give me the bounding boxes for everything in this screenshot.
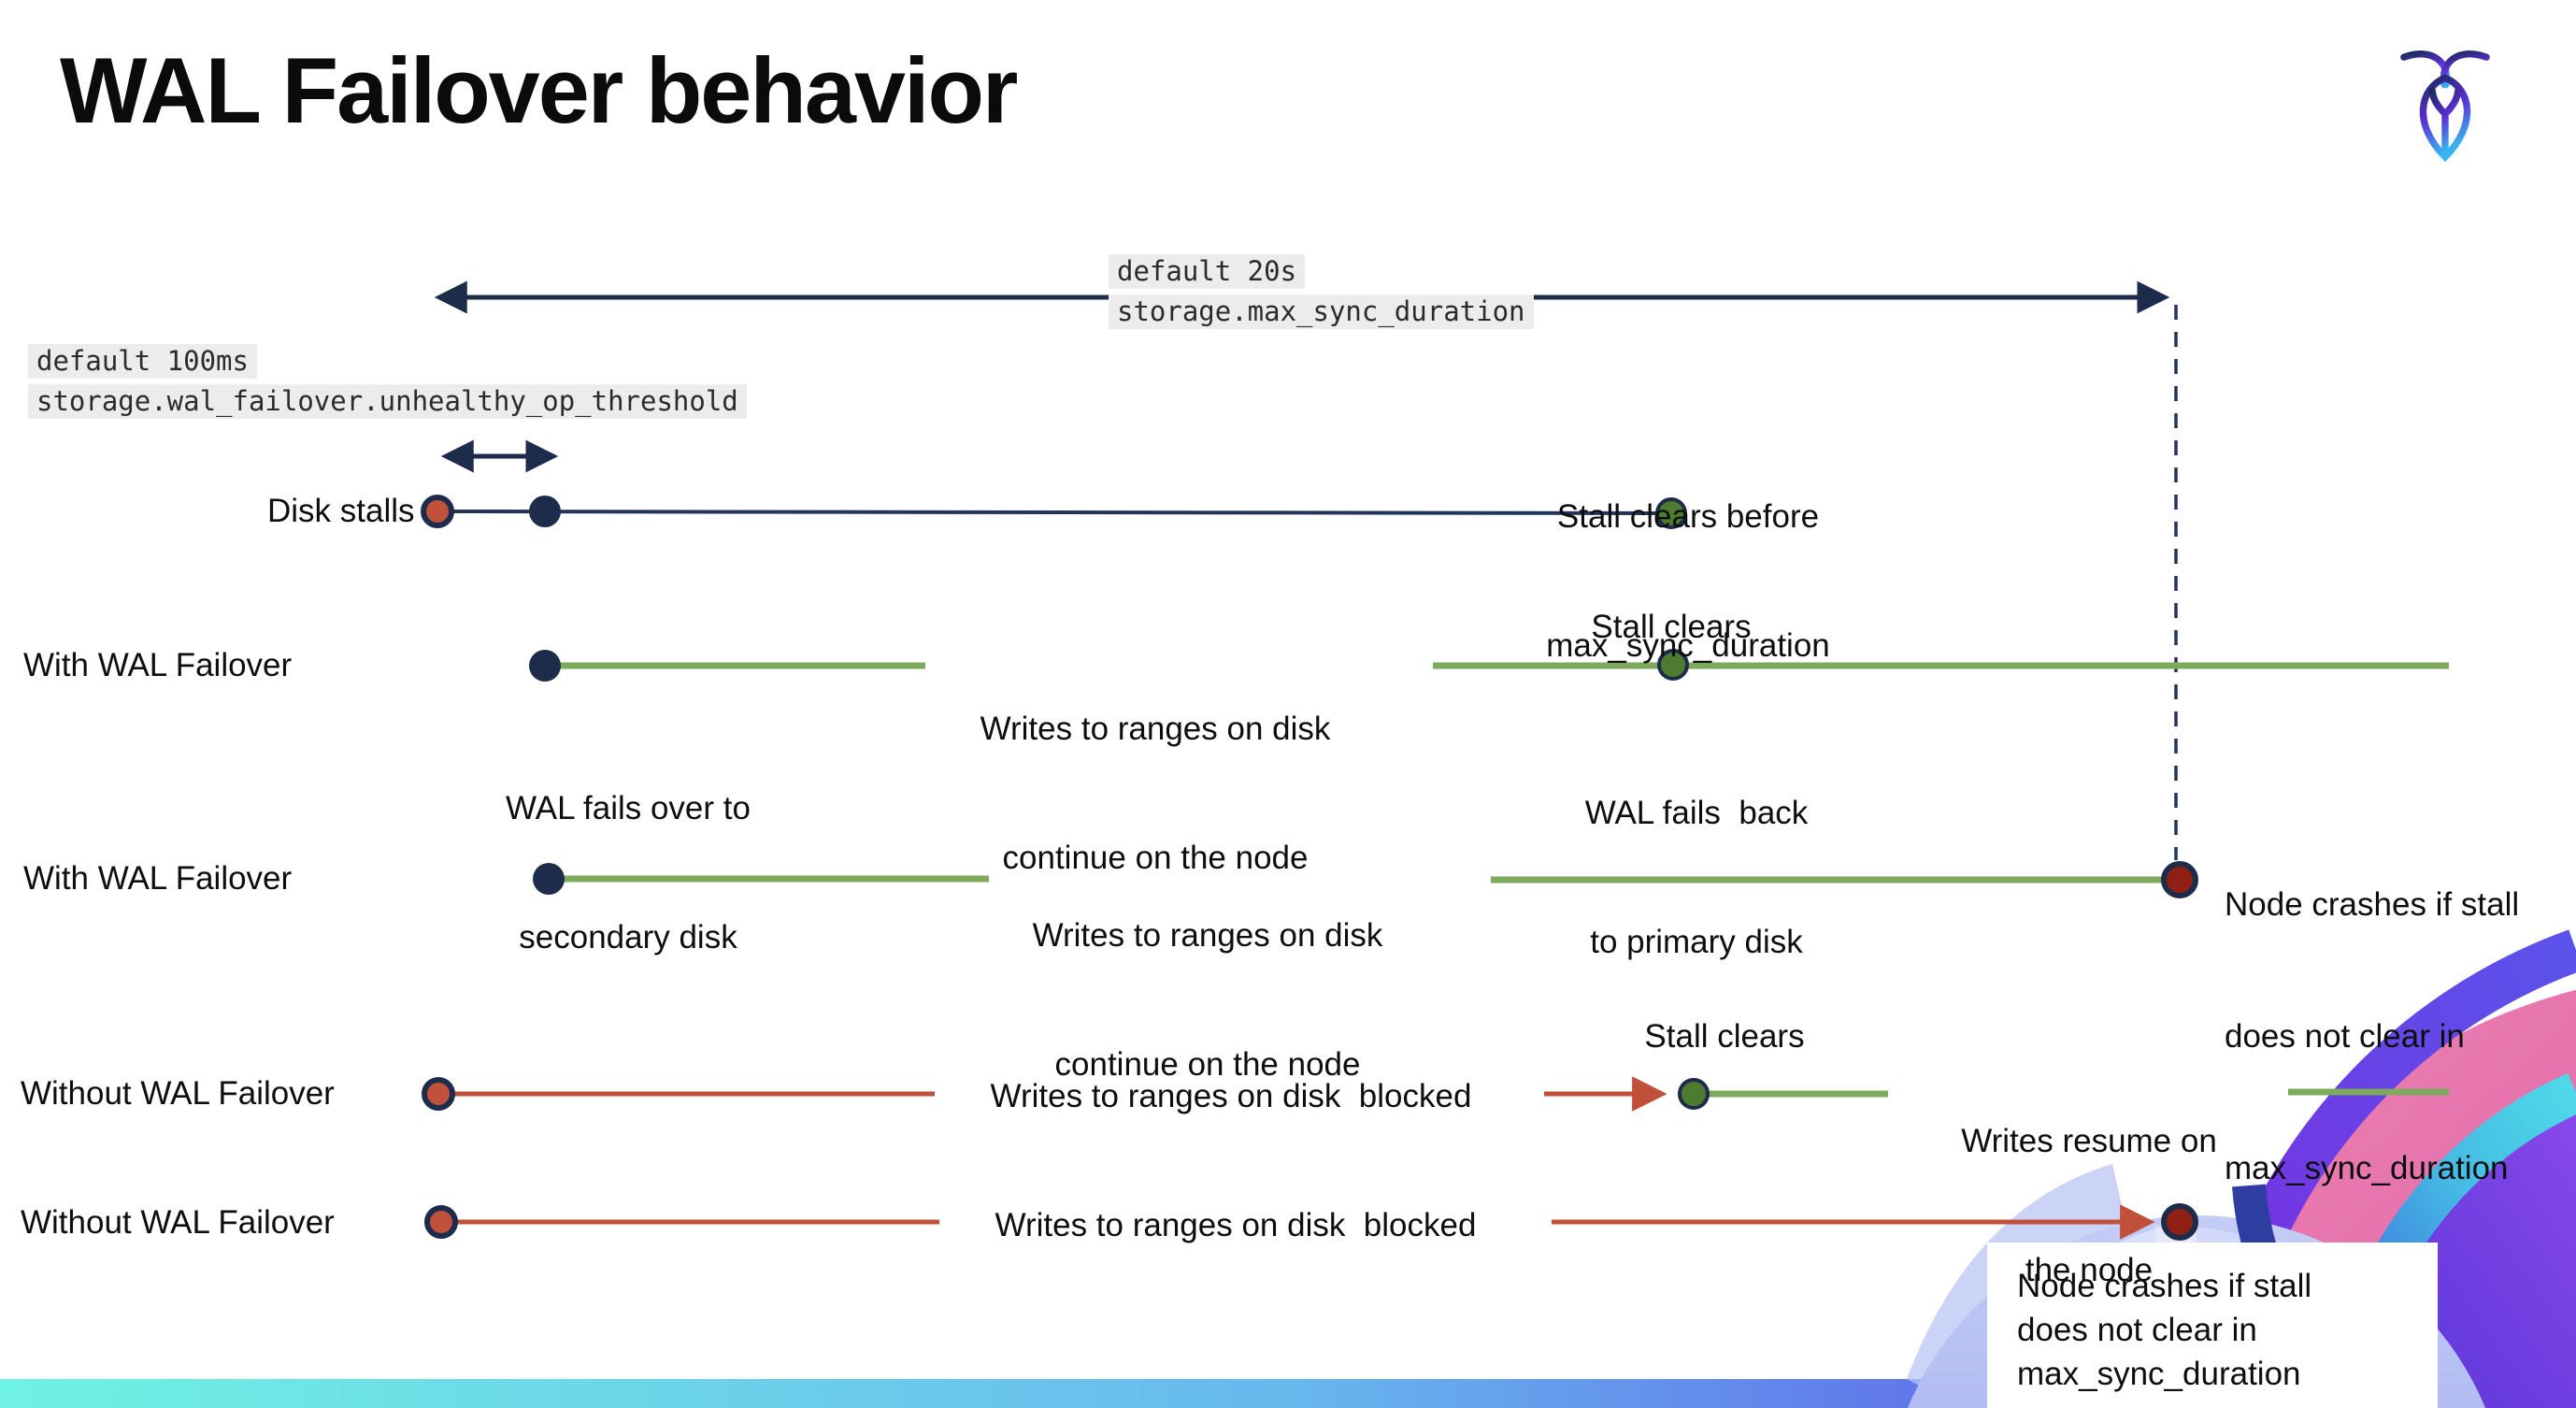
annotation-line: does not clear in — [2225, 1018, 2465, 1055]
unhealthy-op-threshold-setting-label: default 100ms storage.wal_failover.unhea… — [28, 344, 747, 419]
annotation-writes-continue-1: Writes to ranges on disk continue on the… — [980, 622, 1331, 966]
annotation-stall-clears-1: Stall clears — [1591, 609, 1752, 645]
annotation-line: WAL fails back — [1584, 795, 1809, 831]
row-label-with-wal-failover-2: With WAL Failover — [23, 860, 293, 897]
annotation-node-crashes-2: Node crashes if stall does not clear in … — [2017, 1264, 2311, 1396]
stall-clear-dot — [1657, 649, 1689, 681]
annotation-line: continue on the node — [1002, 840, 1309, 876]
page-title: WAL Failover behavior — [60, 38, 1018, 142]
failover-dot — [529, 650, 561, 682]
row-label-with-wal-failover-1: With WAL Failover — [23, 647, 293, 683]
stall-clear-dot — [1655, 497, 1687, 529]
annotation-line: max_sync_duration — [1546, 627, 1830, 664]
annotation-writes-blocked-1: Writes to ranges on disk blocked — [990, 1078, 1472, 1114]
stall-start-dot — [424, 1205, 458, 1239]
annotation-line: max_sync_duration — [2017, 1356, 2301, 1392]
annotation-line: Writes resume on — [1961, 1123, 2217, 1159]
annotation-node-crashes-1: Node crashes if stall does not clear in … — [2225, 795, 2519, 1278]
setting-name: storage.max_sync_duration — [1109, 295, 1534, 329]
annotation-wal-fails-back: WAL fails back to primary disk — [1585, 706, 1809, 1050]
setting-default-value: default 100ms — [28, 344, 257, 379]
cockroachdb-logo — [2400, 50, 2490, 163]
threshold-dot — [529, 496, 561, 527]
annotation-line: Stall clears before — [1556, 498, 1820, 535]
annotation-line: Node crashes if stall — [2225, 886, 2520, 923]
row-label-without-wal-failover-2: Without WAL Failover — [21, 1204, 335, 1241]
annotation-wal-fails-over: WAL fails over to secondary disk — [506, 701, 751, 1045]
row-label-without-wal-failover-1: Without WAL Failover — [21, 1075, 335, 1112]
annotation-line: max_sync_duration — [2225, 1150, 2509, 1186]
setting-default-value: default 20s — [1109, 254, 1306, 289]
row-label-disk-stalls: Disk stalls — [267, 493, 415, 529]
node-crash-dot — [2161, 861, 2198, 898]
annotation-line: Writes to ranges on disk — [1032, 917, 1383, 954]
annotation-line: to primary disk — [1590, 924, 1803, 960]
annotation-writes-continue-2: Writes to ranges on disk continue on the… — [1033, 828, 1383, 1172]
stall-start-dot — [422, 1077, 455, 1111]
annotation-stall-clears-before: Stall clears before max_sync_duration — [1546, 409, 1830, 754]
timeline-without-failover-2 — [424, 1203, 2198, 1241]
annotation-line: Node crashes if stall — [2017, 1268, 2312, 1304]
annotation-line: the node — [2025, 1252, 2154, 1288]
timeline-disk-stalls — [421, 495, 1687, 529]
timeline-with-failover-2 — [533, 861, 2198, 898]
stall-clear-dot — [1678, 1078, 1710, 1110]
annotation-writes-resume: Writes resume on the node — [1961, 1034, 2217, 1378]
failover-dot — [533, 863, 565, 895]
annotation-line: WAL fails over to — [506, 790, 751, 826]
annotation-writes-blocked-2: Writes to ranges on disk blocked — [995, 1207, 1477, 1243]
timeline-without-failover-1 — [422, 1076, 2449, 1112]
annotation-line: secondary disk — [519, 919, 737, 955]
setting-name: storage.wal_failover.unhealthy_op_thresh… — [28, 384, 747, 419]
stall-start-dot — [421, 495, 454, 528]
annotation-line: Writes to ranges on disk — [980, 711, 1331, 747]
annotation-line: continue on the node — [1054, 1046, 1361, 1083]
annotation-line: does not clear in — [2017, 1312, 2257, 1348]
node-crash-callout-box — [1987, 1243, 2438, 1408]
max-sync-duration-setting-label: default 20s storage.max_sync_duration — [1109, 254, 1534, 329]
annotation-stall-clears-2: Stall clears — [1644, 1018, 1805, 1055]
timeline-with-failover-1 — [529, 649, 2449, 682]
node-crash-dot — [2161, 1203, 2198, 1241]
